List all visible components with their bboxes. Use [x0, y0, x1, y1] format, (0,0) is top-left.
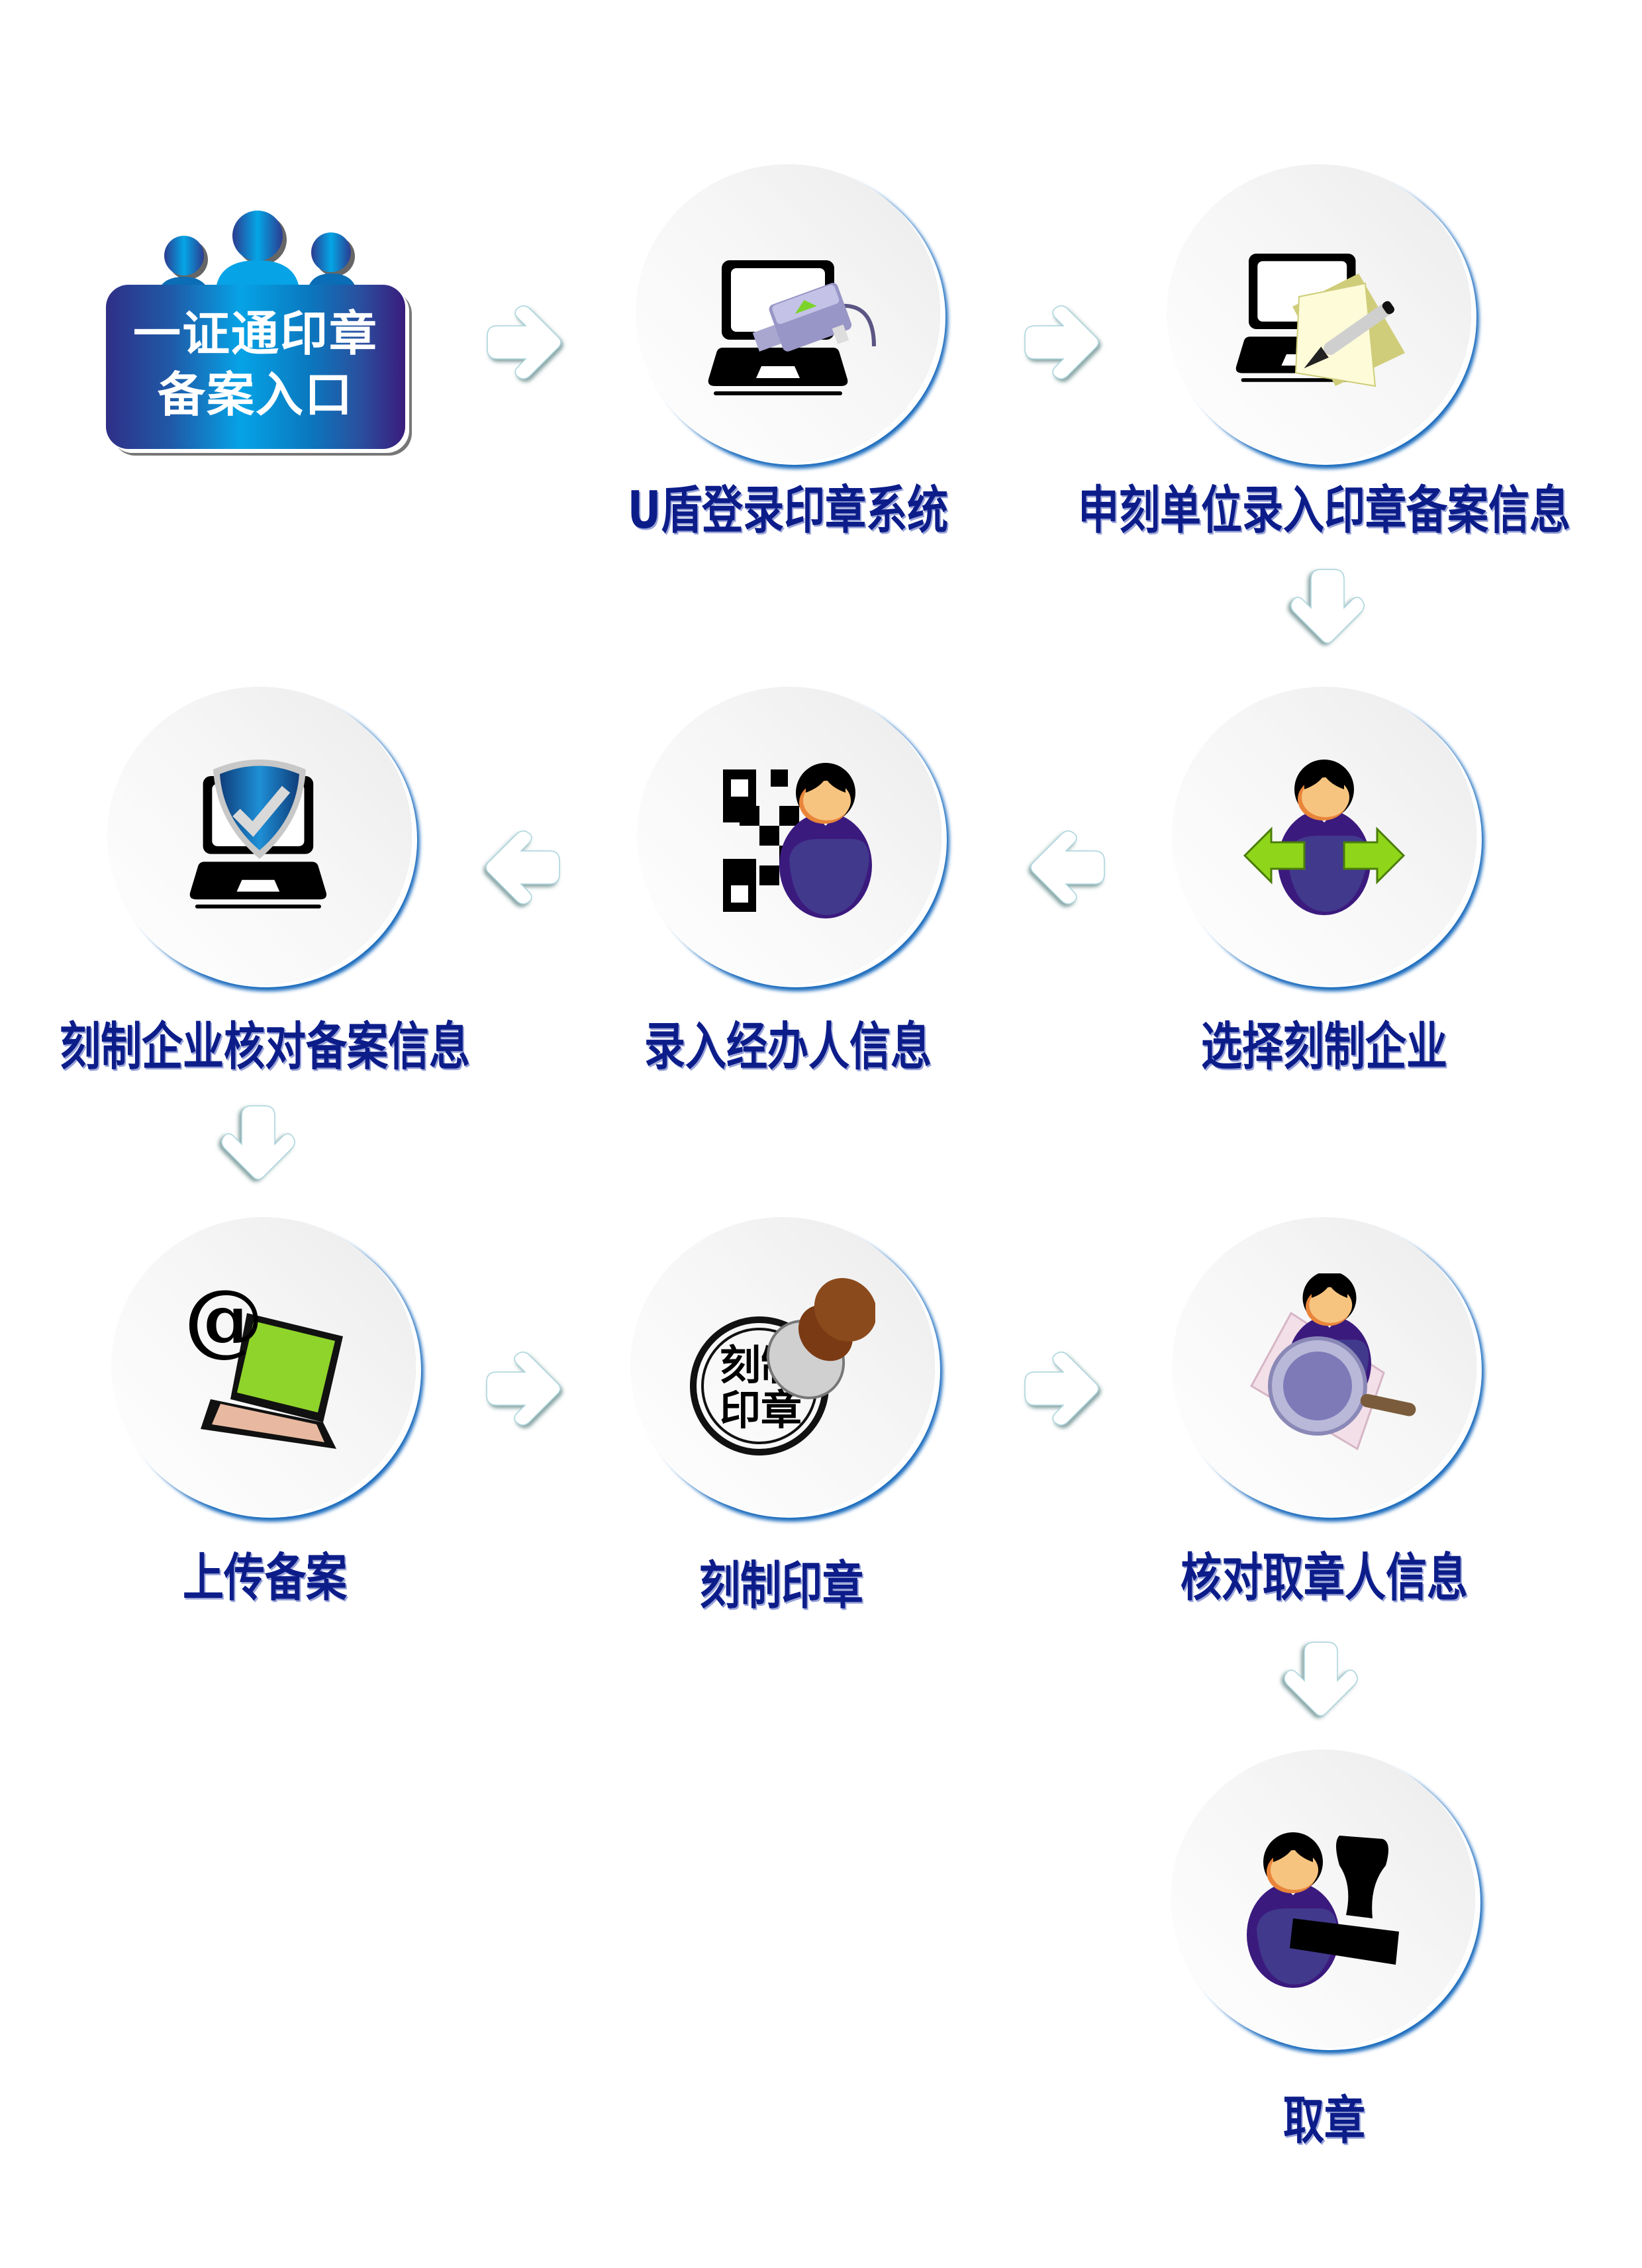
flow-arrow-left: [480, 824, 566, 911]
step-collect-seal[interactable]: [1171, 1750, 1475, 2047]
flow-arrow-down: [1284, 563, 1371, 649]
at-sign-laptop-icon: @: [184, 1273, 343, 1449]
step-enter-handler-info[interactable]: [637, 687, 942, 985]
rubber-stamp-icon: 刻制 印章: [690, 1278, 875, 1455]
person-holding-stamp-icon: [1247, 1832, 1399, 1988]
step-label: 核对取章人信息: [1180, 1547, 1468, 1608]
step-label: 上传备案: [182, 1547, 347, 1608]
step-label: 录入经办人信息: [644, 1016, 932, 1077]
entry-plate: [106, 285, 405, 449]
flow-arrow-right: [481, 299, 567, 385]
entry-title-line1: 一证通印章: [132, 306, 378, 362]
flow-arrow-left: [1025, 824, 1111, 911]
entry-badge[interactable]: 一证通印章 备案入口: [106, 211, 410, 457]
stamp-text-line2: 印章: [720, 1386, 802, 1434]
step-engrave-seal[interactable]: 刻制 印章: [630, 1217, 935, 1515]
entry-title: 一证通印章 备案入口: [106, 303, 405, 425]
step-label: 刻制企业核对备案信息: [59, 1016, 470, 1077]
step-verify-collector[interactable]: [1172, 1217, 1476, 1515]
flow-arrow-down: [215, 1099, 301, 1185]
svg-text:@: @: [184, 1273, 264, 1365]
person-left-right-arrows-icon: [1243, 760, 1406, 915]
entry-title-line2: 备案入口: [157, 367, 354, 422]
step-label: U盾登录印章系统: [627, 479, 949, 540]
qr-code-person-icon: [723, 763, 872, 918]
flow-arrow-right: [1018, 299, 1104, 385]
flow-arrow-down: [1278, 1636, 1364, 1722]
step-select-engraver[interactable]: [1172, 687, 1476, 985]
person-magnifier-icon: [1249, 1273, 1416, 1451]
step-label: 申刻单位录入印章备案信息: [1077, 479, 1570, 540]
step-upload-record[interactable]: @: [111, 1217, 416, 1515]
step-label: 选择刻制企业: [1200, 1016, 1447, 1077]
laptop-document-pen-icon: [1235, 254, 1405, 387]
people-group-icon: [158, 211, 358, 297]
step-applicant-enter-info[interactable]: [1167, 164, 1471, 462]
step-label: 取章: [1282, 2090, 1365, 2151]
step-u-key-login[interactable]: [636, 164, 940, 462]
laptop-shield-check-icon: [189, 760, 327, 909]
step-label: 刻制印章: [699, 1555, 863, 1616]
flow-arrow-right: [480, 1346, 566, 1432]
laptop-usb-key-icon: [708, 260, 876, 395]
flow-arrow-right: [1018, 1346, 1104, 1432]
step-engraver-verify[interactable]: [107, 687, 412, 985]
